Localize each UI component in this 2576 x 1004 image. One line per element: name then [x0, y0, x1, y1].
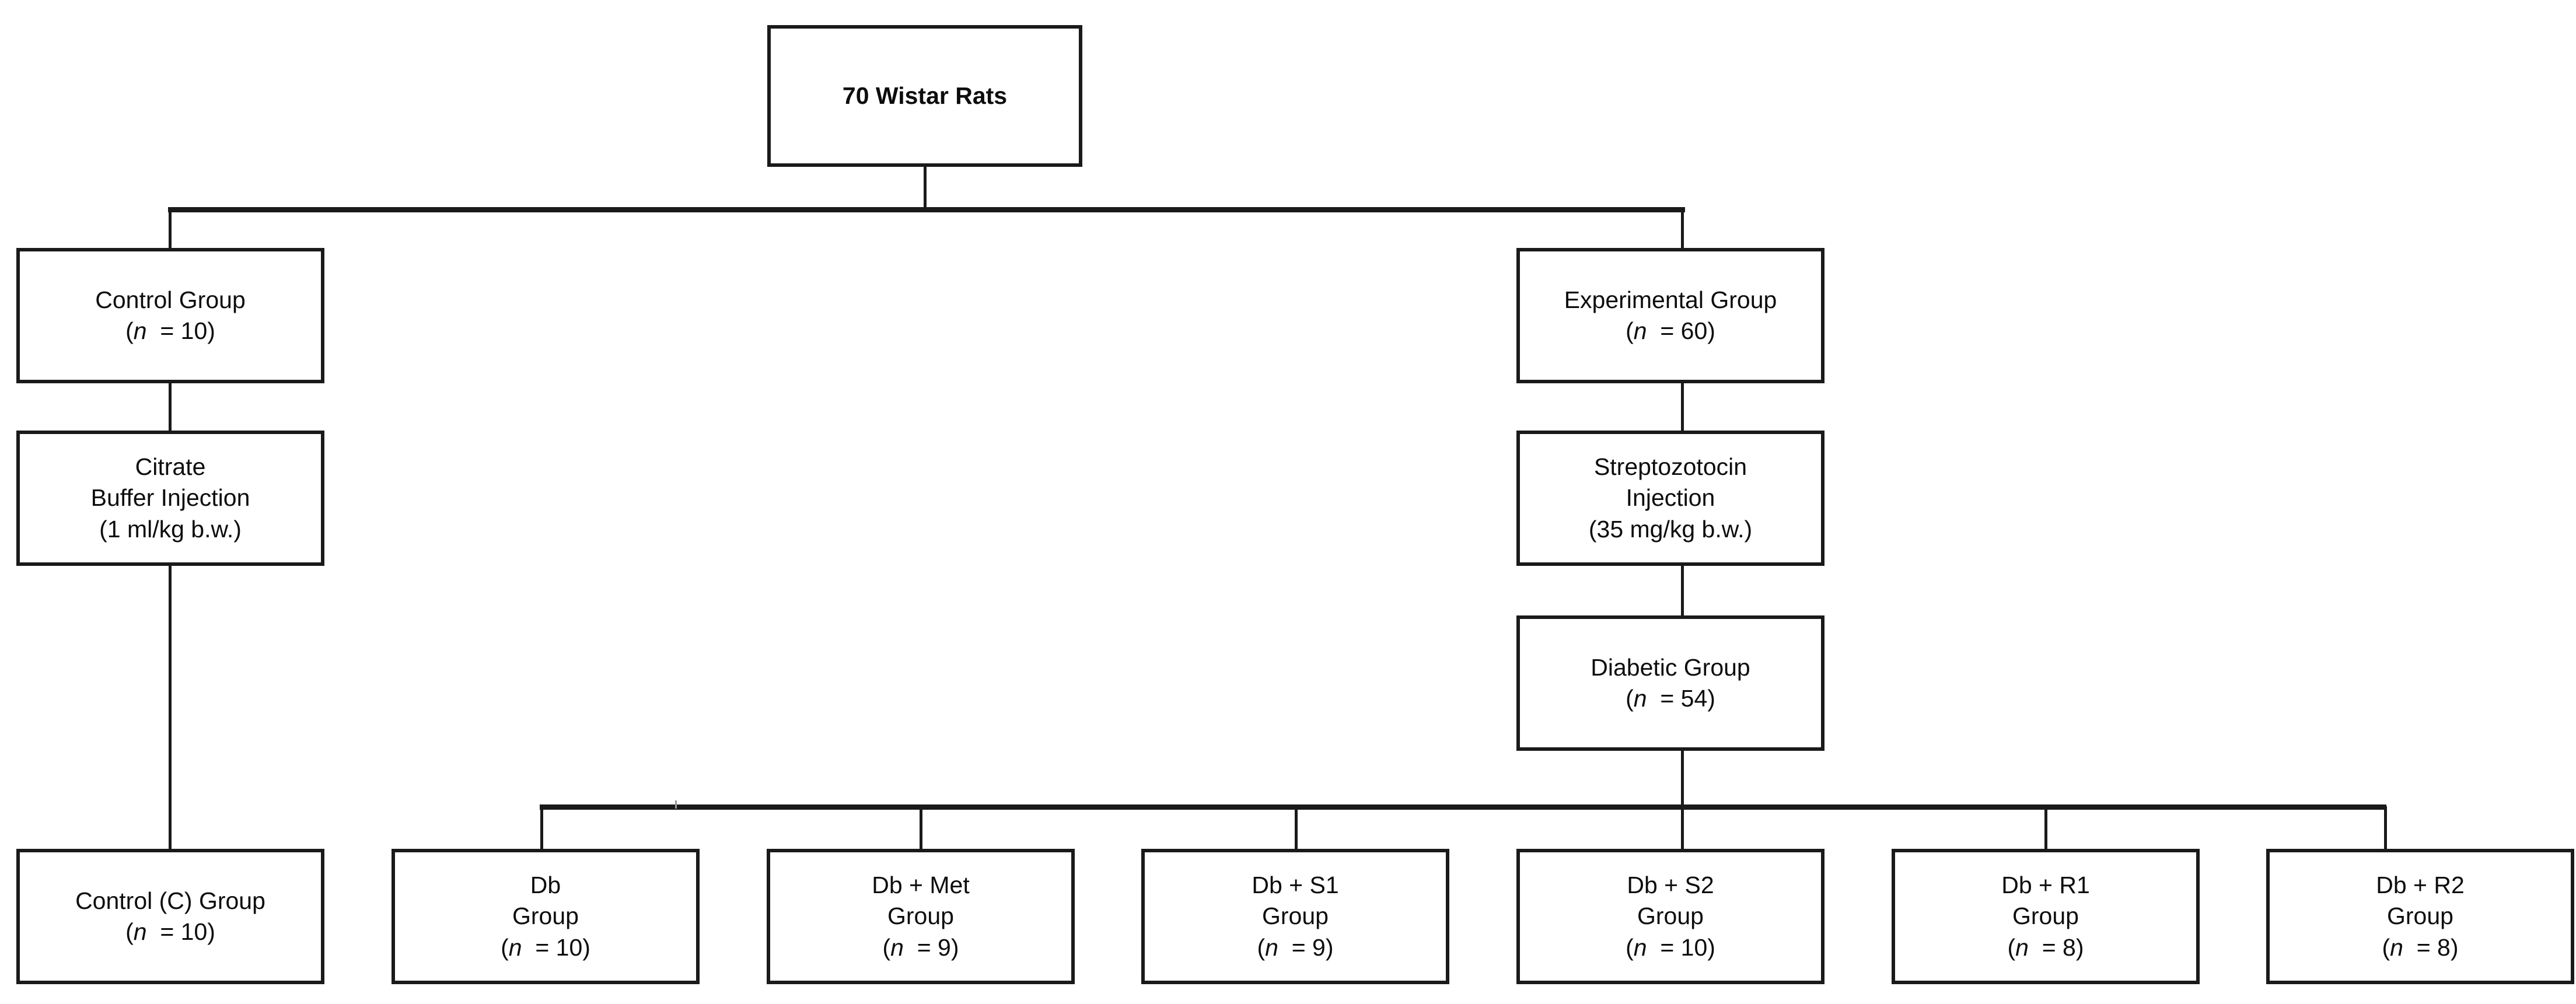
streptozotocin-injection[interactable]: Streptozotocin Injection (35 mg/kg b.w.) — [1516, 431, 1824, 566]
db-r2-group[interactable]: Db + R2 Group (n = 8) — [2266, 849, 2574, 984]
db-r1-group-sublabel: Group — [2012, 902, 2079, 930]
citrate-dose: (1 ml/kg b.w.) — [99, 515, 242, 543]
split-bar-top — [168, 207, 1685, 212]
db-s2-group[interactable]: Db + S2 Group (n = 10) — [1516, 849, 1824, 984]
db-s1-group[interactable]: Db + S1 Group (n = 9) — [1141, 849, 1449, 984]
diabetic-group-label: Diabetic Group — [1591, 653, 1750, 681]
diabetic-group[interactable]: Diabetic Group (n = 54) — [1516, 615, 1824, 751]
citrate-line-2: Buffer Injection — [90, 484, 250, 512]
db-met-group[interactable]: Db + Met Group (n = 9) — [767, 849, 1075, 984]
stz-line-2: Injection — [1626, 484, 1715, 512]
control-c-group[interactable]: Control (C) Group (n = 10) — [16, 849, 324, 984]
edge-citrate-to-control-c-group — [169, 563, 172, 852]
stz-dose: (35 mg/kg b.w.) — [1588, 515, 1753, 543]
db-s2-group-count: (n = 10) — [1626, 933, 1715, 961]
total-animals[interactable]: 70 Wistar Rats — [767, 25, 1082, 167]
edge-control-group-to-citrate — [169, 380, 172, 434]
db-r1-group-count: (n = 8) — [2007, 933, 2084, 961]
db-met-group-label: Db + Met — [872, 872, 970, 899]
diabetic-group-count: (n = 54) — [1626, 685, 1715, 712]
db-met-group-count: (n = 9) — [882, 933, 959, 961]
db-group-sublabel: Group — [512, 902, 579, 930]
control-group[interactable]: Control Group (n = 10) — [16, 248, 324, 383]
db-group[interactable]: Db Group (n = 10) — [392, 849, 700, 984]
citrate-line-1: Citrate — [135, 453, 206, 481]
db-r2-group-sublabel: Group — [2387, 902, 2453, 930]
db-r1-group[interactable]: Db + R1 Group (n = 8) — [1892, 849, 2200, 984]
edge-diabetic-group-to-fanout — [1681, 748, 1684, 810]
control-group-label: Control Group — [95, 286, 246, 313]
fanout-bar — [540, 804, 2386, 810]
edge-fanout-to-db-r1-group — [2044, 806, 2047, 852]
control-c-group-label: Control (C) Group — [75, 887, 265, 914]
db-s1-group-label: Db + S1 — [1252, 872, 1339, 899]
edge-fanout-to-db-s1-group — [1295, 806, 1298, 852]
db-s2-group-label: Db + S2 — [1627, 872, 1714, 899]
citrate-buffer-injection[interactable]: Citrate Buffer Injection (1 ml/kg b.w.) — [16, 431, 324, 566]
edge-fanout-to-db-r2-group — [2384, 806, 2387, 852]
edge-fanout-to-db-met-group — [920, 806, 922, 852]
fanout-bar-tick-artifact — [675, 800, 677, 809]
db-s1-group-sublabel: Group — [1262, 902, 1329, 930]
control-group-count: (n = 10) — [125, 317, 215, 344]
edge-fanout-to-db-group — [540, 806, 543, 852]
db-met-group-sublabel: Group — [887, 902, 954, 930]
edge-root-to-split — [924, 165, 927, 212]
experimental-group-count: (n = 60) — [1626, 317, 1715, 344]
db-s1-group-count: (n = 9) — [1257, 933, 1334, 961]
db-r2-group-label: Db + R2 — [2376, 872, 2465, 899]
db-r2-group-count: (n = 8) — [2382, 933, 2459, 961]
stz-line-1: Streptozotocin — [1593, 453, 1747, 481]
edge-experimental-group-to-stz — [1681, 380, 1684, 434]
db-s2-group-sublabel: Group — [1637, 902, 1704, 930]
experimental-group[interactable]: Experimental Group (n = 60) — [1516, 248, 1824, 383]
control-c-group-count: (n = 10) — [125, 918, 215, 945]
edge-split-to-experimental-group — [1681, 209, 1684, 252]
edge-fanout-to-db-s2-group — [1681, 806, 1684, 852]
db-group-count: (n = 10) — [501, 933, 590, 961]
db-r1-group-label: Db + R1 — [2001, 872, 2090, 899]
edge-stz-to-diabetic-group — [1681, 563, 1684, 619]
experimental-group-label: Experimental Group — [1564, 286, 1777, 313]
total-animals-label: 70 Wistar Rats — [842, 82, 1008, 109]
edge-split-to-control-group — [169, 209, 172, 252]
db-group-label: Db — [530, 872, 561, 899]
